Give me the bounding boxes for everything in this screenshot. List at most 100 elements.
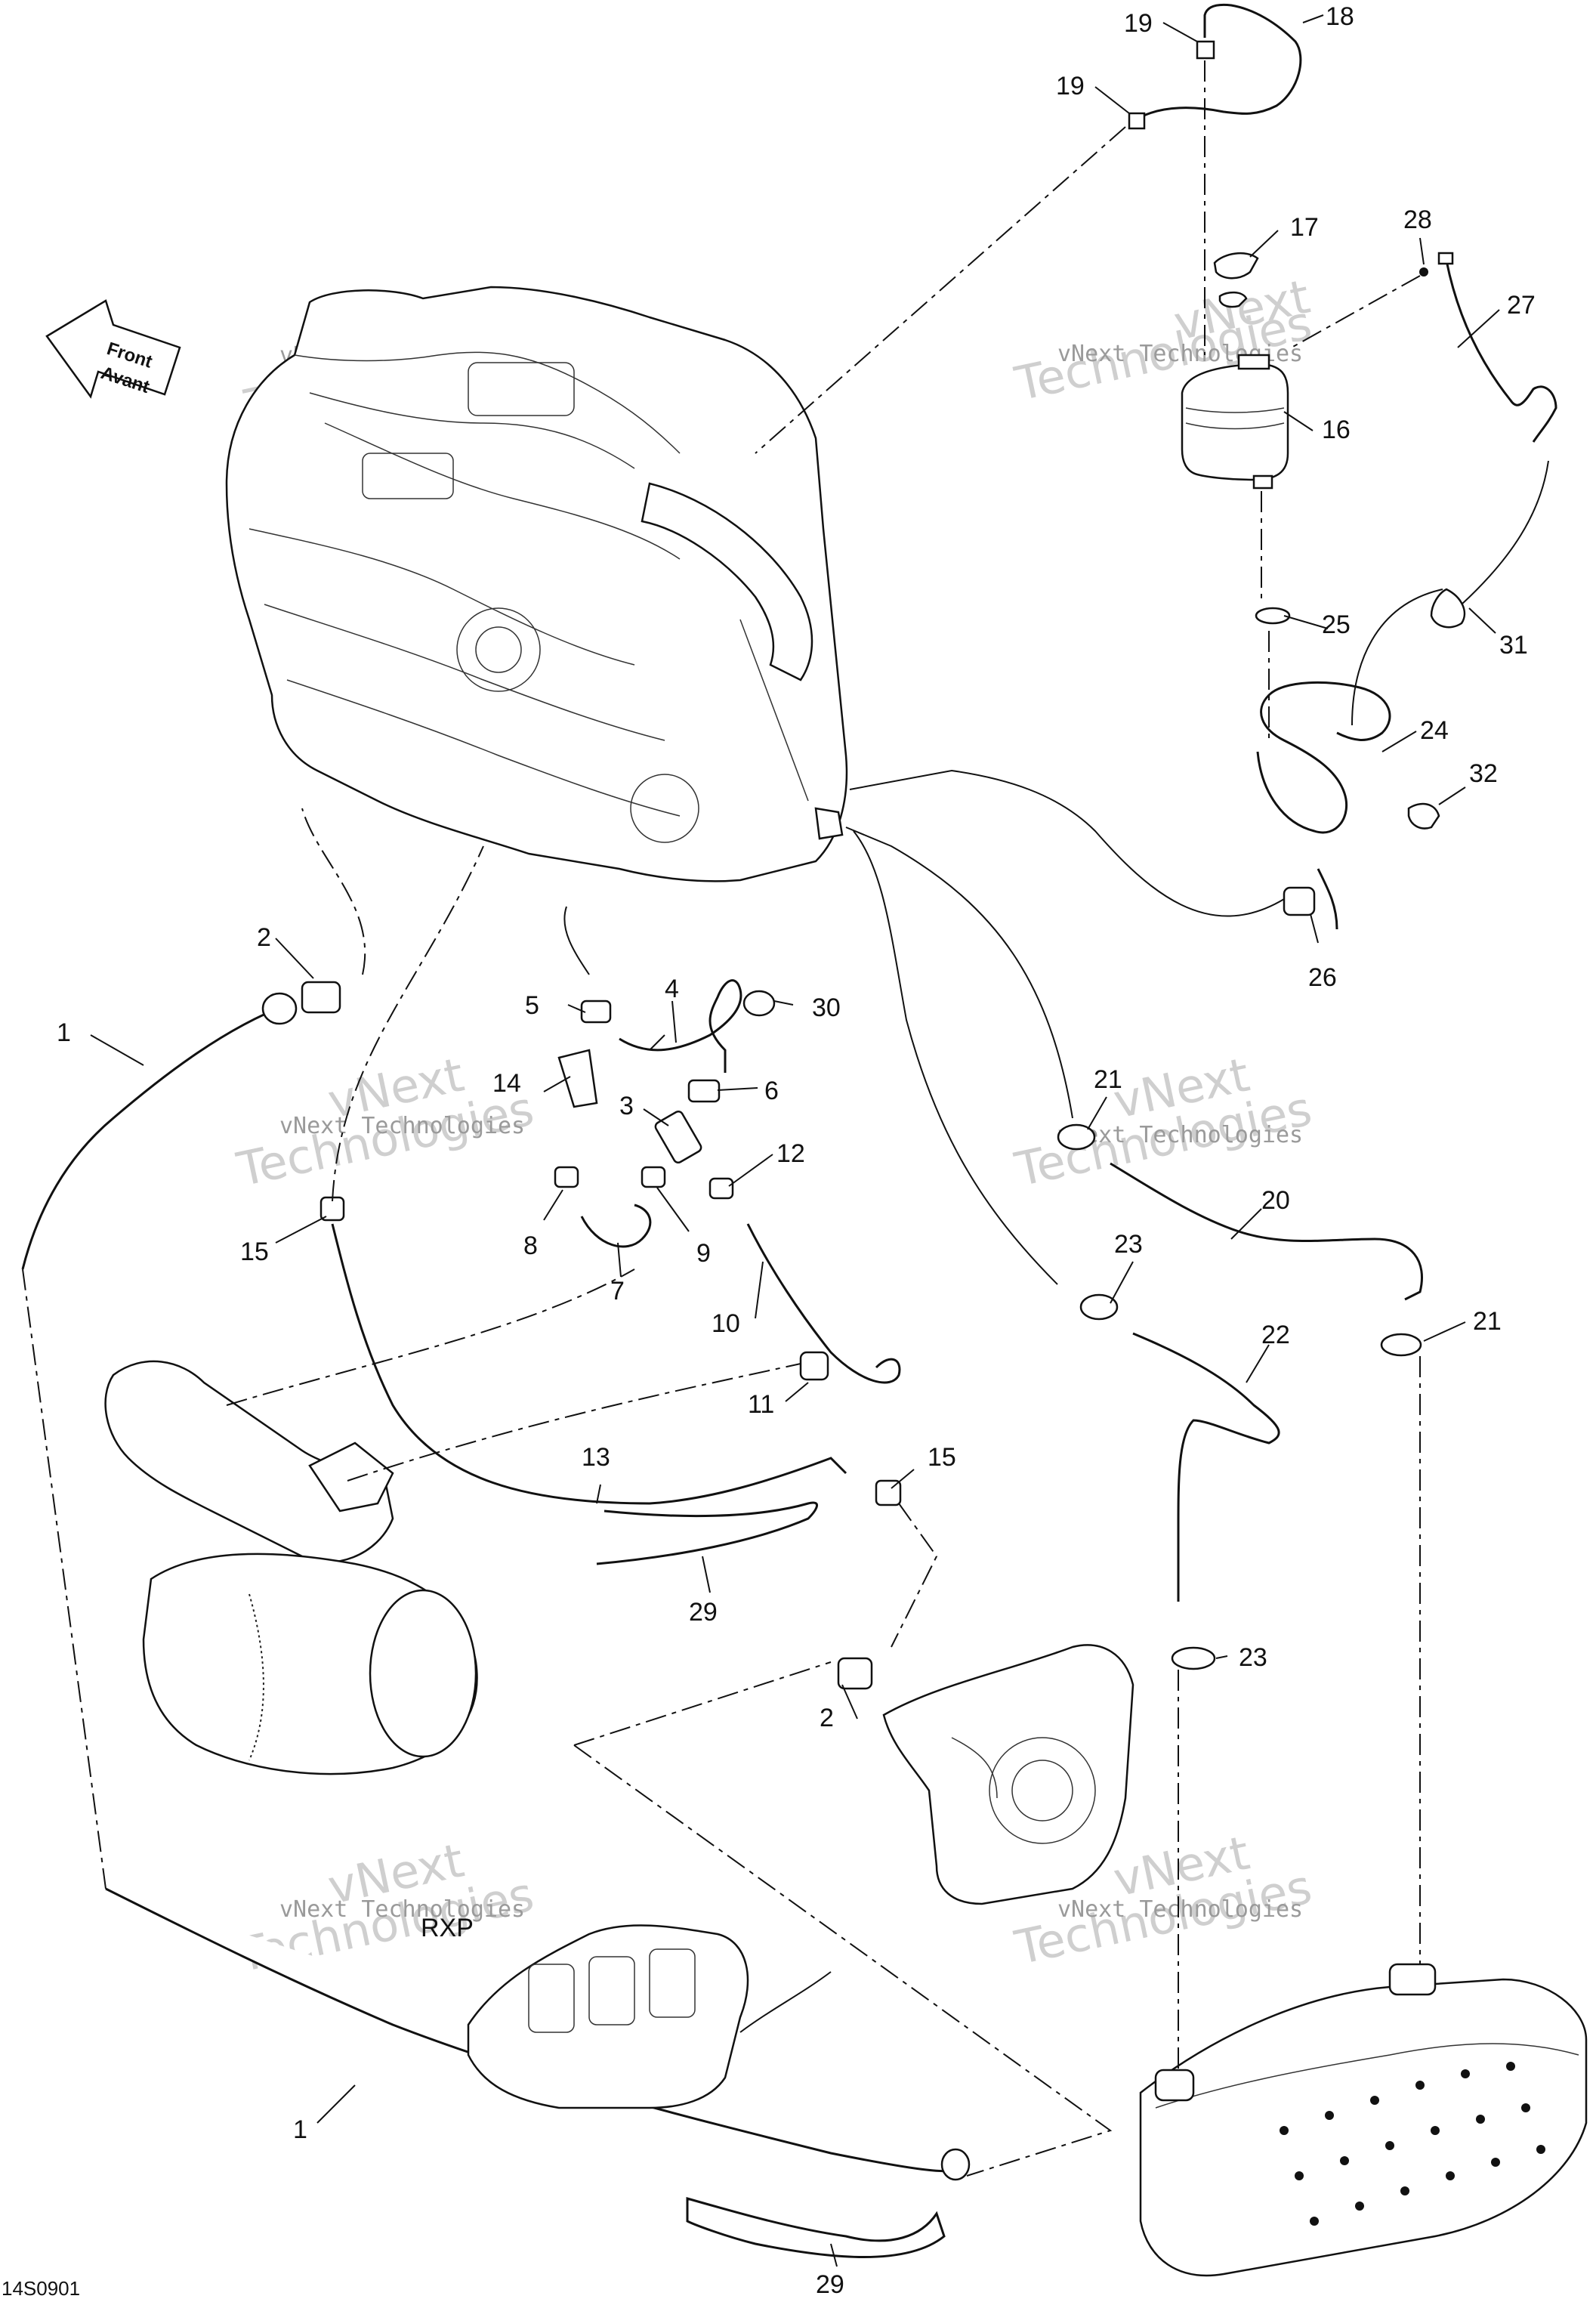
rxp-assembly: RXP: [421, 1914, 749, 2109]
route-line: [891, 1503, 938, 1648]
drawing-reference: 14S0901: [2, 2277, 80, 2300]
ride-plate: [1139, 1963, 1588, 2277]
watermark-text: vNext Technologies: [279, 1896, 525, 1923]
callout-1: 1: [57, 1018, 71, 1047]
callout-3: 3: [619, 1092, 634, 1120]
callout-21: 21: [1473, 1307, 1502, 1336]
routing-lines: [22, 60, 1549, 2177]
clamp-19-top: [1196, 40, 1215, 60]
route-line: [649, 1034, 665, 1051]
strap-14: [557, 1049, 598, 1108]
route-line: [347, 1363, 801, 1482]
ride-plate-line: [1155, 2043, 1579, 2109]
route-line: [853, 830, 1058, 1285]
callout-24: 24: [1420, 716, 1449, 745]
reservoir-neck: [1237, 354, 1270, 370]
hose-20-path: [1110, 1162, 1423, 1301]
reservoir-line: [1185, 407, 1285, 413]
arrow-shape: [45, 299, 181, 399]
muffler-end: [369, 1589, 477, 1758]
clamp-21-upper: [1057, 1123, 1096, 1151]
ride-plate-body: [1139, 1978, 1588, 2277]
callout-16: 16: [1322, 416, 1351, 444]
leader-lines: [90, 14, 1500, 2267]
callout-28: 28: [1403, 205, 1432, 234]
route-line: [563, 906, 590, 975]
manifold-body: [882, 1644, 1134, 1905]
manifold-port: [989, 1737, 1096, 1844]
rxp-cylinder: [649, 1948, 696, 2018]
clamp-32: [1407, 802, 1440, 830]
clamp-25: [1255, 607, 1291, 625]
callout-5: 5: [525, 991, 539, 1020]
callout-4: 4: [665, 975, 679, 1003]
ride-plate-inlet: [1388, 1963, 1437, 1996]
callout-10: 10: [712, 1309, 740, 1338]
route-line: [739, 1971, 832, 2033]
callout-23: 23: [1114, 1230, 1143, 1259]
route-line: [845, 827, 1073, 1119]
clamp-11: [799, 1351, 829, 1381]
callout-14: 14: [492, 1069, 521, 1098]
ride-plate-holes: [1280, 2062, 1545, 2226]
callout-9: 9: [696, 1239, 711, 1268]
hose-1-lower-end: [940, 2148, 971, 2181]
coolant-reservoir: [1181, 252, 1289, 490]
engine-hose-outlet: [641, 482, 813, 681]
callout-19: 19: [1056, 72, 1085, 100]
callout-2: 2: [820, 1704, 834, 1732]
hose-18-path: [1140, 3, 1302, 119]
hose-27-path: [1445, 260, 1557, 443]
hose-29-lower: [686, 2197, 946, 2258]
hose-27: [1419, 252, 1557, 629]
callout-29: 29: [816, 2270, 844, 2299]
route-line: [573, 1744, 1113, 2177]
hose-22-path: [1132, 1332, 1280, 1602]
callout-22: 22: [1261, 1321, 1290, 1349]
engine-intake: [468, 362, 575, 416]
exhaust-bracket: [308, 1441, 394, 1513]
clamp-2-top: [301, 981, 341, 1014]
engine-assembly: [225, 286, 848, 882]
route-line: [1461, 460, 1549, 605]
hose-7: [580, 1204, 652, 1248]
callout-15: 15: [928, 1443, 956, 1472]
exhaust-muffler: [104, 1360, 478, 1775]
clamp-26: [1283, 886, 1316, 916]
t-fitting-3: [654, 1110, 702, 1164]
hose-24-lower: [1317, 868, 1338, 930]
engine-line: [286, 679, 681, 817]
hose-1-upper: [21, 1003, 288, 1270]
reservoir-line: [1185, 422, 1285, 430]
clamp-23-lower: [1171, 1646, 1216, 1670]
engine-pulley: [456, 607, 541, 692]
hose-20: [1057, 1123, 1423, 1357]
engine-line: [324, 422, 681, 560]
callout-1: 1: [293, 2115, 307, 2144]
callout-27: 27: [1507, 291, 1536, 320]
front-direction-arrow: Front Avant: [45, 299, 181, 399]
rxp-cylinder: [588, 1956, 635, 2025]
cap-seal: [1218, 291, 1248, 308]
callout-30: 30: [812, 993, 841, 1022]
route-line: [22, 1268, 107, 1889]
hose-10: [746, 1223, 901, 1384]
engine-line: [309, 392, 635, 469]
clamp-9: [641, 1166, 666, 1188]
callout-11: 11: [748, 1390, 774, 1419]
hose-1-end: [261, 992, 298, 1025]
callout-25: 25: [1322, 610, 1351, 639]
clamp-15-right: [875, 1479, 902, 1506]
manifold-line: [951, 1737, 998, 1799]
callout-23: 23: [1239, 1643, 1267, 1672]
engine-block-outline: [225, 286, 848, 882]
engine-cover: [362, 453, 454, 499]
clamp-5: [580, 1000, 612, 1024]
clamp-21-lower: [1380, 1333, 1422, 1357]
route-line: [301, 808, 366, 975]
clamp-8: [554, 1166, 579, 1188]
watermark-text: vNext Technologies: [1057, 1896, 1303, 1923]
callout-13: 13: [582, 1443, 610, 1472]
hose-22: [1079, 1293, 1280, 1670]
watermark-text: vNext Technologies: [279, 1113, 525, 1139]
